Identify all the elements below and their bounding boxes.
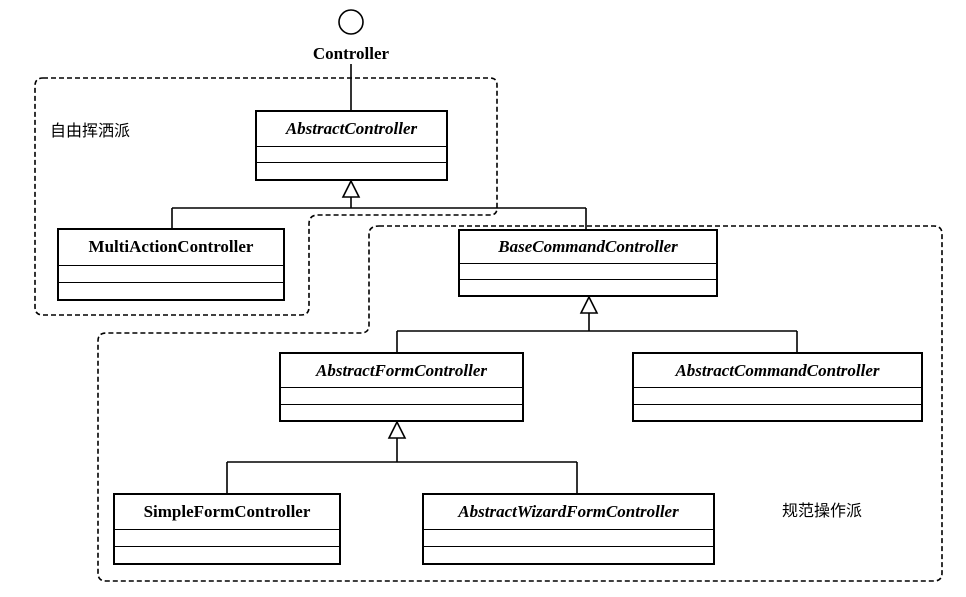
attributes-compartment	[115, 529, 339, 546]
standard-style-group-border	[97, 225, 943, 582]
class-multi-action-controller: MultiActionController	[57, 228, 285, 301]
free-style-group-label: 自由挥洒派	[50, 121, 131, 140]
attributes-compartment	[281, 387, 522, 404]
free-style-group-border	[34, 77, 498, 316]
class-name: SimpleFormController	[143, 502, 311, 521]
class-name: AbstractCommandController	[675, 360, 880, 380]
operations-compartment	[634, 403, 921, 421]
attributes-compartment	[59, 264, 283, 282]
operations-compartment	[424, 546, 713, 563]
attributes-compartment	[257, 145, 446, 163]
attributes-compartment	[424, 529, 713, 546]
class-simple-form-controller: SimpleFormController	[113, 493, 341, 565]
class-name: AbstractWizardFormController	[458, 502, 679, 521]
generalization-arrow-abstract-form	[387, 420, 407, 439]
operations-compartment	[257, 162, 446, 179]
class-abstract-command-controller: AbstractCommandController	[632, 352, 923, 422]
operations-compartment	[115, 546, 339, 563]
class-abstract-wizard-form-controller: AbstractWizardFormController	[422, 493, 715, 565]
standard-style-group-label: 规范操作派	[782, 501, 863, 520]
class-name: AbstractController	[285, 118, 418, 138]
class-name: AbstractFormController	[316, 360, 487, 380]
class-name: MultiActionController	[88, 237, 254, 257]
class-abstract-controller: AbstractController	[255, 110, 448, 181]
operations-compartment	[281, 403, 522, 421]
operations-compartment	[460, 279, 716, 295]
attributes-compartment	[634, 387, 921, 404]
class-base-command-controller: BaseCommandController	[458, 229, 718, 297]
generalization-arrow-abstract-controller	[341, 179, 361, 198]
controller-interface-label: Controller	[312, 44, 390, 63]
attributes-compartment	[460, 263, 716, 279]
generalization-arrow-base-command	[579, 295, 599, 314]
controller-interface-icon	[338, 9, 364, 35]
class-name: BaseCommandController	[498, 237, 678, 256]
operations-compartment	[59, 281, 283, 299]
class-abstract-form-controller: AbstractFormController	[279, 352, 524, 422]
